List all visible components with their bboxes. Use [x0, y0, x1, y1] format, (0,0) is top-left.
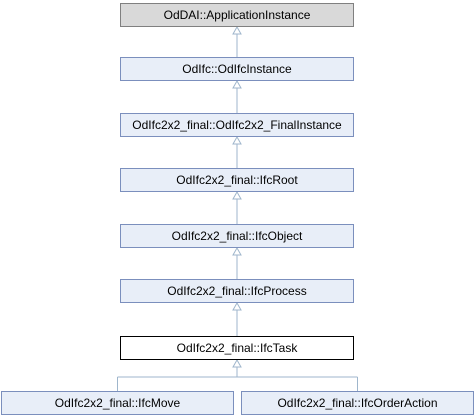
edge-to-ifc-task — [117, 366, 358, 391]
node-ifc-order-action[interactable]: OdIfc2x2_final::IfcOrderAction — [241, 391, 474, 415]
arrowhead-application-instance — [232, 25, 242, 35]
node-odifc-instance[interactable]: OdIfc::OdIfcInstance — [120, 57, 354, 81]
arrowhead-ifc-process — [232, 301, 242, 311]
node-ifc-root[interactable]: OdIfc2x2_final::IfcRoot — [120, 168, 354, 192]
arrowhead-ifc-object — [232, 246, 242, 256]
node-ifc-object[interactable]: OdIfc2x2_final::IfcObject — [120, 224, 354, 248]
arrowhead-odifc-instance — [232, 79, 242, 89]
node-final-instance[interactable]: OdIfc2x2_final::OdIfc2x2_FinalInstance — [120, 113, 354, 137]
arrowhead-ifc-root — [232, 190, 242, 200]
node-ifc-task[interactable]: OdIfc2x2_final::IfcTask — [120, 336, 354, 360]
arrowhead-ifc-task — [232, 358, 242, 368]
node-ifc-process[interactable]: OdIfc2x2_final::IfcProcess — [120, 279, 354, 303]
arrowhead-final-instance — [232, 135, 242, 145]
node-application-instance[interactable]: OdDAI::ApplicationInstance — [120, 3, 354, 27]
node-ifc-move[interactable]: OdIfc2x2_final::IfcMove — [1, 391, 234, 415]
